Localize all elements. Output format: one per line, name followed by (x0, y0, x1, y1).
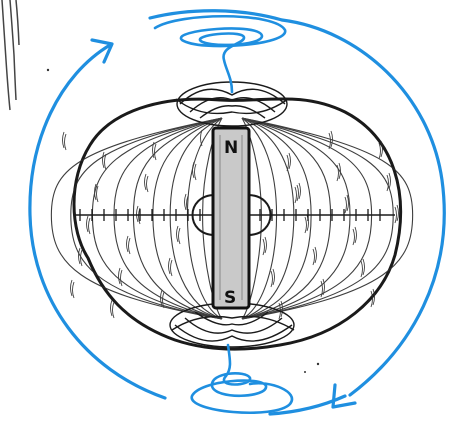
field-hatch (389, 173, 391, 189)
north-pole-label: N (224, 138, 238, 158)
field-hatch (329, 133, 331, 149)
field-hatch (145, 174, 147, 190)
field-hatch (185, 194, 187, 210)
field-hatch (331, 131, 333, 147)
field-hatch (395, 207, 397, 223)
field-hatch (397, 205, 399, 221)
field-hatch (297, 185, 299, 201)
field-hatch (71, 280, 73, 296)
paper-edge-hatching (2, 0, 19, 110)
field-hatch (121, 270, 123, 286)
field-hatch (361, 261, 363, 277)
field-hatch (295, 187, 297, 203)
field-hatch (273, 269, 275, 285)
field-hatch (169, 258, 171, 274)
field-hatch (97, 186, 99, 202)
bar-magnet: N S (213, 128, 249, 308)
field-hatch (129, 238, 131, 254)
field-hatch (89, 218, 91, 234)
field-hatch (315, 247, 317, 263)
field-hatch (299, 183, 301, 199)
field-hatch (379, 143, 381, 159)
field-hatch (137, 206, 139, 222)
field-hatch (195, 164, 197, 180)
field-hatch (171, 260, 173, 276)
field-hatch (177, 226, 179, 242)
field-hatch (289, 153, 291, 169)
field-hatch (103, 152, 105, 168)
field-line (114, 118, 222, 319)
bottom-vortex-icon (192, 345, 292, 413)
field-hatch (111, 300, 113, 316)
field-hatch (73, 282, 75, 298)
field-hatch (147, 176, 149, 192)
field-hatch (353, 229, 355, 245)
field-hatch (65, 134, 67, 150)
south-pole-label: S (224, 288, 236, 308)
top-vortex-icon (155, 16, 285, 92)
field-hatch (113, 302, 115, 318)
field-hatch (265, 237, 267, 253)
field-hatch (345, 197, 347, 213)
field-hatch (305, 217, 307, 233)
field-hatch (119, 268, 121, 284)
field-hatch (179, 228, 181, 244)
field-hatch (87, 216, 89, 232)
field-hatch (63, 132, 65, 148)
field-hatch (271, 271, 273, 287)
field-hatch (263, 239, 265, 255)
field-hatch (313, 249, 315, 265)
rotation-arc-left (30, 45, 165, 398)
south-pole-fan (170, 303, 294, 347)
field-hatch (363, 259, 365, 275)
field-hatch (355, 227, 357, 243)
field-line (242, 118, 413, 319)
field-hatch (127, 236, 129, 252)
field-hatch (105, 154, 107, 170)
